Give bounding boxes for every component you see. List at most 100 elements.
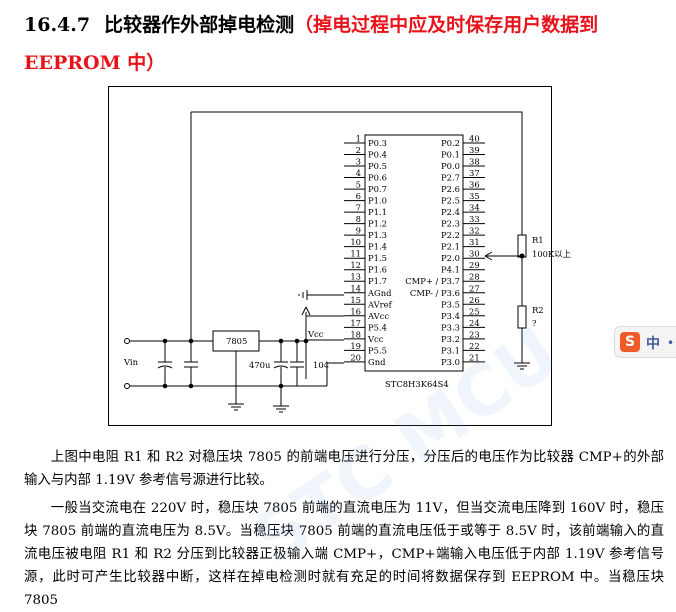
right-pin-label: P3.1 [441,345,460,355]
agnd-ground-icon [298,290,344,300]
node-gnd-c [278,383,284,389]
left-pin-label: AGnd [367,288,392,298]
output-ground-icon [273,405,289,413]
wire-gnd-pin [326,362,344,386]
chip-name: STC8H3K64S4 [385,379,449,389]
vcc-arrow-icon [301,306,311,316]
chip-body [364,134,464,372]
left-pin-label: P0.3 [368,138,387,148]
left-pin-label: P5.5 [368,345,387,355]
right-pin-label: P2.0 [441,253,460,263]
left-pin-number: 16 [350,306,361,316]
regulator-label: 7805 [226,336,247,346]
right-pin-label: P3.2 [441,334,460,344]
wire-top [191,111,523,363]
left-pin-number: 3 [356,157,361,167]
paragraph-1: 上图中电阻 R1 和 R2 对稳压块 7805 的前端电压进行分压，分压后的电压… [24,450,664,488]
left-pin-number: 8 [356,214,361,224]
right-pin-number: 24 [469,318,480,328]
left-pin-label: P1.7 [368,276,387,286]
right-pin-number: 26 [469,295,480,305]
node-cmp [519,253,525,259]
left-pin-number: 15 [350,295,361,305]
right-pin-label: P3.5 [441,299,460,309]
section-note-line1: （掉电过程中应及时保存用户数据到 [294,14,599,36]
right-pin-label: P0.1 [441,150,460,160]
left-pin-number: 11 [350,249,361,259]
left-pin-number: 4 [356,168,361,178]
r2-ground-icon [514,362,530,370]
right-pin-number: 37 [469,168,480,178]
left-pin-label: Vcc [367,334,384,344]
right-pin-number: 33 [469,214,480,224]
right-pin-number: 27 [469,283,480,293]
left-pin-number: 6 [356,191,361,201]
right-pin-number: 39 [469,145,480,155]
cap-104-label: 104 [313,360,329,370]
output-cap-ceramic [290,341,304,386]
right-pin-number: 29 [469,260,480,270]
right-pin-label: P4.1 [441,265,460,275]
left-pin-number: 2 [356,145,361,155]
left-pin-label: P1.0 [368,196,387,206]
right-pin-label: P2.2 [441,230,460,240]
right-pin-label: CMP- / P3.6 [410,288,460,298]
left-pin-label: AVref [367,299,393,309]
right-pin-label: P0.0 [441,161,460,171]
left-pin-number: 1 [356,134,361,144]
paragraph-2: 一般当交流电在 220V 时，稳压块 7805 前端的直流电压为 11V，但当交… [24,501,664,608]
node-out-c [303,338,309,344]
section-number: 16.4.7 [24,14,91,36]
chip-right-pins: 40P0.239P0.138P0.037P2.736P2.635P2.534P2… [405,134,485,367]
left-pin-number: 19 [350,341,361,351]
r2-value: ? [532,318,537,328]
right-pin-label: P3.4 [441,311,460,321]
input-cap-ceramic [184,342,198,386]
right-pin-label: P2.6 [441,184,460,194]
right-pin-label: P3.0 [441,357,460,367]
output-cap-electrolytic [273,341,289,386]
right-pin-label: P0.2 [441,138,460,148]
left-pin-label: P1.4 [368,242,387,252]
section-title: 比较器作外部掉电检测 [104,14,295,36]
left-pin-number: 13 [350,272,361,282]
r1-value: 100K以上 [532,249,571,259]
ime-punctuation-icon[interactable]: • [667,336,675,350]
node-vin-b [188,338,194,344]
right-pin-label: P3.3 [441,322,460,332]
left-pin-label: P0.5 [368,161,387,171]
right-pin-number: 25 [469,306,480,316]
cap-470u-label: 470u [249,360,271,370]
ime-toolbar[interactable]: S 中 • [614,326,676,358]
input-cap-electrolytic [157,341,173,386]
left-pin-label: P0.7 [368,184,387,194]
left-pin-number: 14 [350,283,361,293]
right-pin-label: CMP+ / P3.7 [405,276,460,286]
r2-label: R2 [532,305,544,315]
right-pin-number: 40 [469,134,480,144]
left-pin-label: P1.3 [368,230,387,240]
left-pin-label: P0.4 [368,150,387,160]
right-pin-number: 36 [469,180,480,190]
right-pin-label: P2.7 [441,173,460,183]
left-pin-label: P1.2 [368,219,387,229]
right-pin-label: P2.3 [441,219,460,229]
ime-language-toggle[interactable]: 中 [646,336,660,352]
right-pin-number: 22 [469,341,480,351]
sogou-logo-icon[interactable]: S [620,332,640,352]
right-pin-label: P2.4 [441,207,460,217]
left-pin-label: P0.6 [368,173,387,183]
node-out-a [278,338,284,344]
left-pin-number: 10 [350,237,361,247]
right-pin-number: 23 [469,329,480,339]
left-pin-label: P1.5 [368,253,387,263]
right-pin-number: 28 [469,272,480,282]
node-gnd-a [162,383,168,389]
node-gnd-b [188,383,194,389]
regulator-ground-icon [228,403,244,411]
right-pin-number: 21 [469,352,480,362]
